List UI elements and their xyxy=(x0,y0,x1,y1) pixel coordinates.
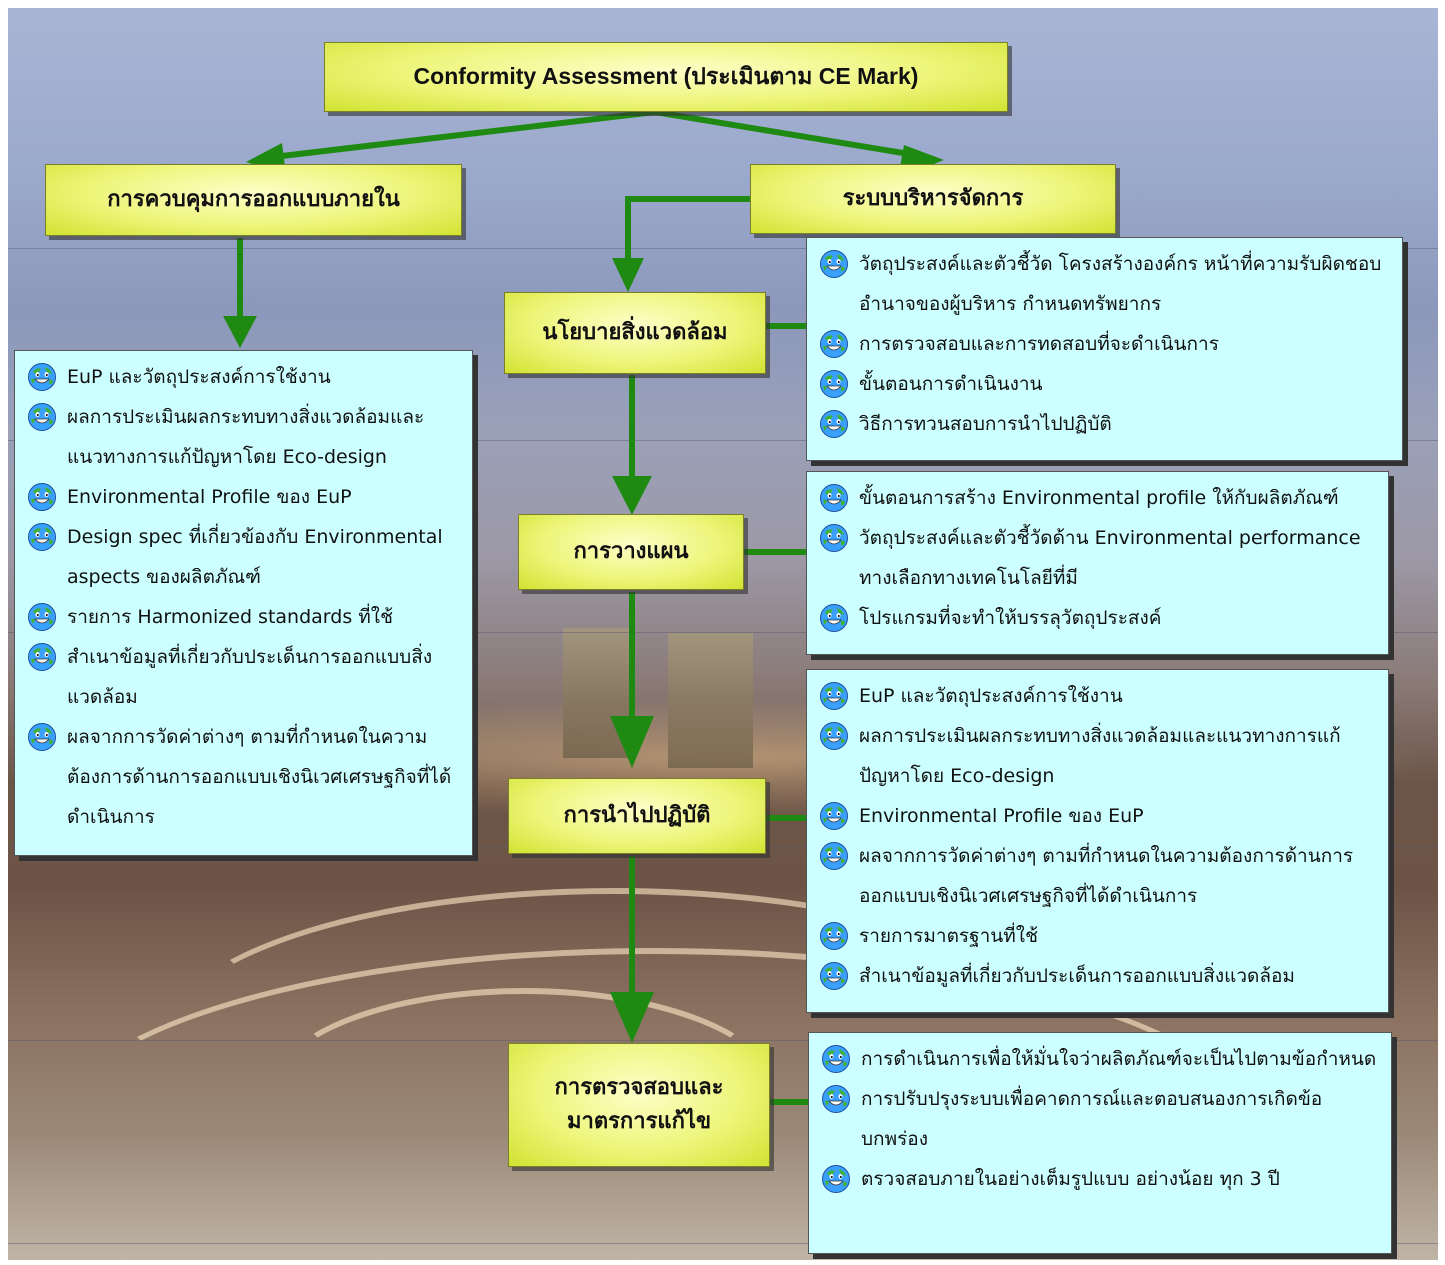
list-item-text: Environmental Profile ของ EuP xyxy=(859,805,1144,827)
smiling-globe-icon xyxy=(27,522,57,552)
step-node-planning: การวางแผน xyxy=(518,514,744,590)
left-branch-items-box: EuP และวัตถุประสงค์การใช้งานผลการประเมิน… xyxy=(14,350,473,856)
smiling-globe-icon xyxy=(819,961,849,991)
smiling-globe-icon xyxy=(27,362,57,392)
checking-items-box: การดำเนินการเพื่อให้มั่นใจว่าผลิตภัณฑ์จะ… xyxy=(808,1032,1392,1254)
smiling-globe-icon xyxy=(819,329,849,359)
list-item: ตรวจสอบภายในอย่างเต็มรูปแบบ อย่างน้อย ทุ… xyxy=(821,1159,1381,1199)
list-item: ผลจากการวัดค่าต่างๆ ตามที่กำหนดในความต้อ… xyxy=(27,717,462,837)
list-item: สำเนาข้อมูลที่เกี่ยวกับประเด็นการออกแบบส… xyxy=(27,637,462,717)
list-item-text: รายการ Harmonized standards ที่ใช้ xyxy=(67,606,393,628)
list-item: โปรแกรมที่จะทำให้บรรลุวัตถุประสงค์ xyxy=(819,598,1378,638)
list-item-text: Design spec ที่เกี่ยวข้องกับ Environment… xyxy=(67,526,443,588)
list-item-text: การดำเนินการเพื่อให้มั่นใจว่าผลิตภัณฑ์จะ… xyxy=(861,1048,1377,1070)
smiling-globe-icon xyxy=(821,1164,851,1194)
smiling-globe-icon xyxy=(819,721,849,751)
right-branch-label: ระบบบริหารจัดการ xyxy=(842,185,1024,211)
list-item: วัตถุประสงค์และตัวชี้วัด โครงสร้างองค์กร… xyxy=(819,244,1392,324)
step-label: การวางแผน xyxy=(573,538,689,564)
list-item: การดำเนินการเพื่อให้มั่นใจว่าผลิตภัณฑ์จะ… xyxy=(821,1039,1381,1079)
list-item: EuP และวัตถุประสงค์การใช้งาน xyxy=(819,676,1378,716)
list-item: Design spec ที่เกี่ยวข้องกับ Environment… xyxy=(27,517,462,597)
list-item-text: สำเนาข้อมูลที่เกี่ยวกับประเด็นการออกแบบส… xyxy=(859,965,1295,987)
step-node-implementation: การนำไปปฏิบัติ xyxy=(508,778,766,854)
step-node-policy: นโยบายสิ่งแวดล้อม xyxy=(504,292,766,374)
list-item: วัตถุประสงค์และตัวชี้วัดด้าน Environment… xyxy=(819,518,1378,598)
smiling-globe-icon xyxy=(819,681,849,711)
list-item: ผลจากการวัดค่าต่างๆ ตามที่กำหนดในความต้อ… xyxy=(819,836,1378,916)
smiling-globe-icon xyxy=(819,249,849,279)
list-item: ผลการประเมินผลกระทบทางสิ่งแวดล้อมและแนวท… xyxy=(819,716,1378,796)
list-item-text: ผลจากการวัดค่าต่างๆ ตามที่กำหนดในความต้อ… xyxy=(67,726,452,828)
list-item-text: การปรับปรุงระบบเพื่อคาดการณ์และตอบสนองกา… xyxy=(861,1088,1323,1150)
list-item-text: วัตถุประสงค์และตัวชี้วัดด้าน Environment… xyxy=(859,527,1361,589)
list-item: วิธีการทวนสอบการนำไปปฏิบัติ xyxy=(819,404,1392,444)
smiling-globe-icon xyxy=(821,1044,851,1074)
list-item-text: ผลจากการวัดค่าต่างๆ ตามที่กำหนดในความต้อ… xyxy=(859,845,1354,907)
list-item-text: วิธีการทวนสอบการนำไปปฏิบัติ xyxy=(859,413,1112,435)
smiling-globe-icon xyxy=(27,642,57,672)
smiling-globe-icon xyxy=(819,801,849,831)
list-item-text: โปรแกรมที่จะทำให้บรรลุวัตถุประสงค์ xyxy=(859,607,1162,629)
list-item-text: EuP และวัตถุประสงค์การใช้งาน xyxy=(859,685,1123,707)
step-label: การตรวจสอบและมาตรการแก้ไข xyxy=(554,1074,724,1134)
list-item-text: ตรวจสอบภายในอย่างเต็มรูปแบบ อย่างน้อย ทุ… xyxy=(861,1168,1280,1190)
smiling-globe-icon xyxy=(819,523,849,553)
title-text: Conformity Assessment (ประเมินตาม CE Mar… xyxy=(413,63,919,90)
smiling-globe-icon xyxy=(27,402,57,432)
smiling-globe-icon xyxy=(27,722,57,752)
list-item: รายการ Harmonized standards ที่ใช้ xyxy=(27,597,462,637)
list-item-text: EuP และวัตถุประสงค์การใช้งาน xyxy=(67,366,331,388)
smiling-globe-icon xyxy=(819,603,849,633)
list-item: ขั้นตอนการดำเนินงาน xyxy=(819,364,1392,404)
list-item: สำเนาข้อมูลที่เกี่ยวกับประเด็นการออกแบบส… xyxy=(819,956,1378,996)
step-node-checking: การตรวจสอบและมาตรการแก้ไข xyxy=(508,1043,770,1167)
list-item: การปรับปรุงระบบเพื่อคาดการณ์และตอบสนองกา… xyxy=(821,1079,1381,1159)
planning-items-box: ขั้นตอนการสร้าง Environmental profile ให… xyxy=(806,471,1389,655)
list-item-text: ผลการประเมินผลกระทบทางสิ่งแวดล้อมและแนวท… xyxy=(859,725,1341,787)
step-label: นโยบายสิ่งแวดล้อม xyxy=(542,319,728,345)
smiling-globe-icon xyxy=(819,841,849,871)
list-item-text: Environmental Profile ของ EuP xyxy=(67,486,352,508)
title-node: Conformity Assessment (ประเมินตาม CE Mar… xyxy=(324,42,1008,112)
smiling-globe-icon xyxy=(819,483,849,513)
smiling-globe-icon xyxy=(819,921,849,951)
list-item-text: รายการมาตรฐานที่ใช้ xyxy=(859,925,1038,947)
list-item: Environmental Profile ของ EuP xyxy=(27,477,462,517)
list-item: การตรวจสอบและการทดสอบที่จะดำเนินการ xyxy=(819,324,1392,364)
list-item: ขั้นตอนการสร้าง Environmental profile ให… xyxy=(819,478,1378,518)
list-item-text: การตรวจสอบและการทดสอบที่จะดำเนินการ xyxy=(859,333,1219,355)
list-item: รายการมาตรฐานที่ใช้ xyxy=(819,916,1378,956)
implementation-items-box: EuP และวัตถุประสงค์การใช้งานผลการประเมิน… xyxy=(806,669,1389,1013)
left-branch-node: การควบคุมการออกแบบภายใน xyxy=(45,164,462,236)
smiling-globe-icon xyxy=(27,602,57,632)
left-branch-label: การควบคุมการออกแบบภายใน xyxy=(107,186,400,212)
smiling-globe-icon xyxy=(27,482,57,512)
list-item-text: ขั้นตอนการสร้าง Environmental profile ให… xyxy=(859,487,1339,509)
list-item-text: ผลการประเมินผลกระทบทางสิ่งแวดล้อมและแนวท… xyxy=(67,406,425,468)
list-item-text: วัตถุประสงค์และตัวชี้วัด โครงสร้างองค์กร… xyxy=(859,253,1382,315)
list-item-text: สำเนาข้อมูลที่เกี่ยวกับประเด็นการออกแบบส… xyxy=(67,646,433,708)
list-item-text: ขั้นตอนการดำเนินงาน xyxy=(859,373,1043,395)
smiling-globe-icon xyxy=(819,409,849,439)
list-item: EuP และวัตถุประสงค์การใช้งาน xyxy=(27,357,462,397)
policy-items-box: วัตถุประสงค์และตัวชี้วัด โครงสร้างองค์กร… xyxy=(806,237,1403,461)
smiling-globe-icon xyxy=(821,1084,851,1114)
step-label: การนำไปปฏิบัติ xyxy=(563,802,711,828)
list-item: ผลการประเมินผลกระทบทางสิ่งแวดล้อมและแนวท… xyxy=(27,397,462,477)
list-item: Environmental Profile ของ EuP xyxy=(819,796,1378,836)
smiling-globe-icon xyxy=(819,369,849,399)
right-branch-node: ระบบบริหารจัดการ xyxy=(750,164,1116,234)
